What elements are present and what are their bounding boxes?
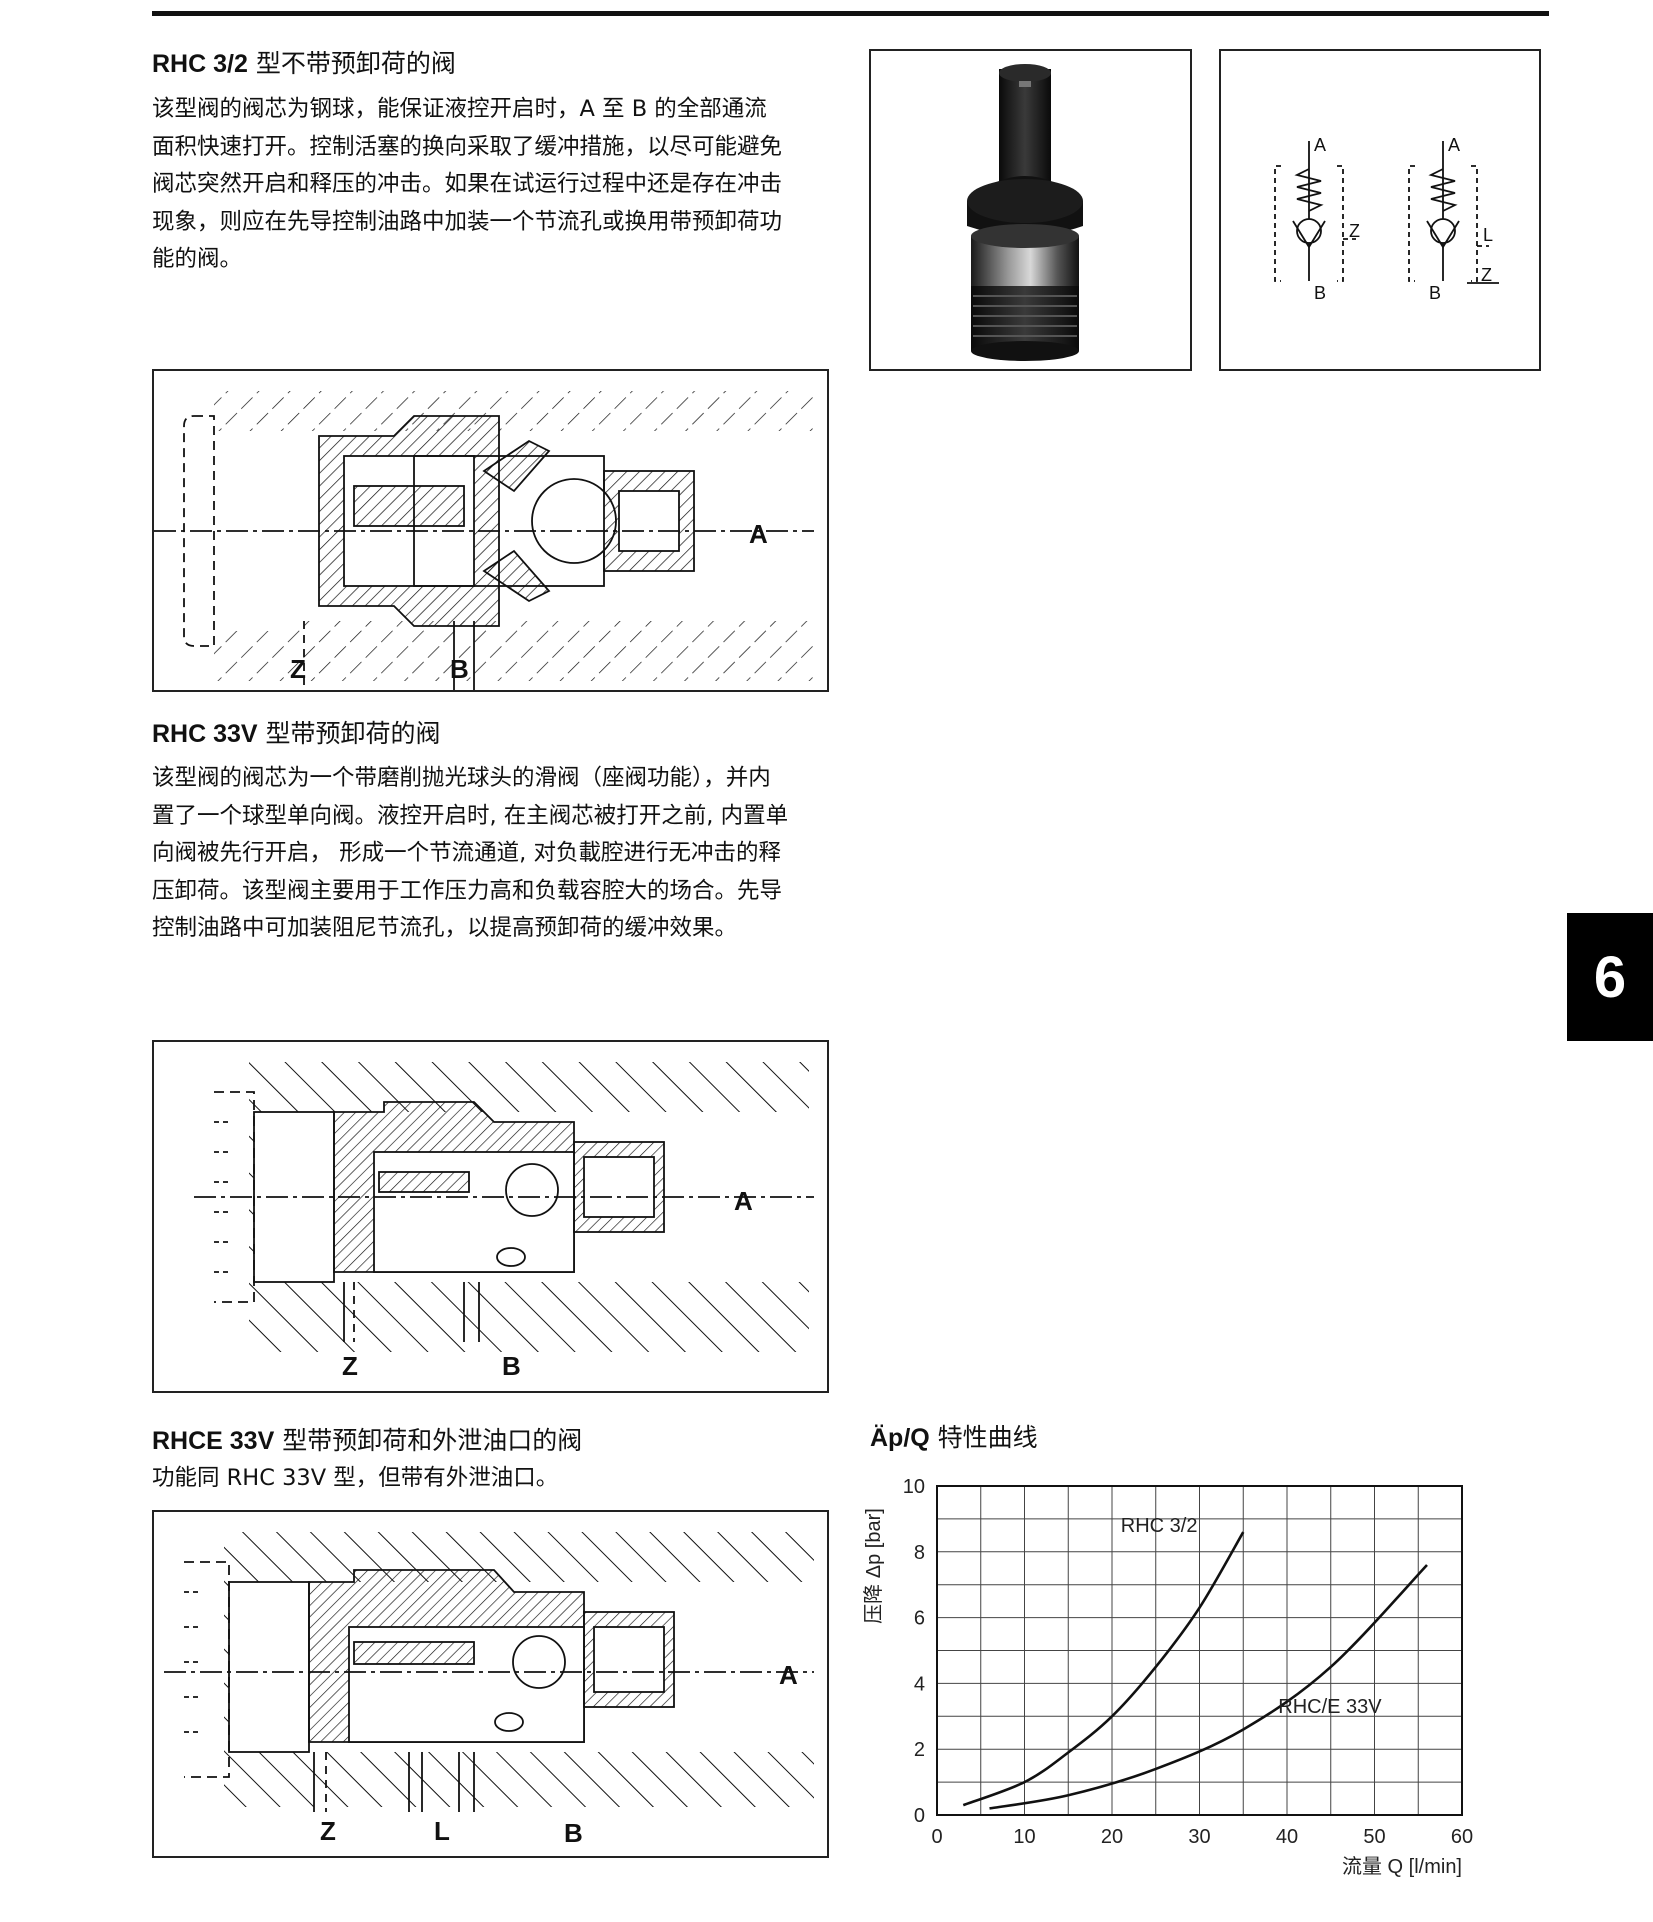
paragraph-line: 控制油路中可加装阻尼节流孔，以提高预卸荷的缓冲效果。 xyxy=(152,915,738,941)
drawing3-port-a: A xyxy=(779,1660,798,1690)
drawing1-port-z: Z xyxy=(290,654,306,684)
drawing-rhc33v: A Z B xyxy=(152,1040,829,1393)
y-axis-label: 压降 Δp [bar] xyxy=(862,1508,885,1624)
series-label-1: RHC 3/2 xyxy=(1121,1515,1198,1537)
drawing-rhc32: A Z B xyxy=(152,369,829,692)
y-tick-label: 8 xyxy=(914,1542,925,1564)
valve-photo xyxy=(869,49,1192,371)
section-rhc33v-text: 该型阀的阀芯为一个带磨削抛光球头的滑阀（座阀功能），并内 置了一个球型单向阀。液… xyxy=(152,760,788,948)
x-tick-label: 40 xyxy=(1276,1826,1298,1848)
paragraph-line: 阀芯突然开启和释压的冲击。如果在试运行过程中还是存在冲击 xyxy=(152,171,783,197)
drawing2-port-a: A xyxy=(734,1186,753,1216)
drawing2-port-z: Z xyxy=(342,1351,358,1381)
section-rhc32-model: RHC 3/2 xyxy=(152,50,248,78)
drawing3-port-z: Z xyxy=(320,1816,336,1846)
x-axis-label: 流量 Q [l/min] xyxy=(1342,1855,1462,1878)
symbol-left-port-z: Z xyxy=(1349,221,1360,241)
paragraph-line: 面积快速打开。控制活塞的换向采取了缓冲措施，以尽可能避免 xyxy=(152,133,783,160)
x-tick-label: 20 xyxy=(1101,1826,1123,1848)
drawing1-port-b: B xyxy=(450,654,469,684)
y-tick-label: 0 xyxy=(914,1805,925,1827)
top-rule xyxy=(152,11,1549,16)
paragraph-line: 能的阀。 xyxy=(152,246,243,272)
section-rhce33v-title: 型带预卸荷和外泄油口的阀 xyxy=(282,1426,583,1455)
symbol-right-port-z: Z xyxy=(1481,265,1492,285)
x-tick-label: 60 xyxy=(1451,1826,1473,1848)
x-tick-label: 0 xyxy=(931,1826,942,1848)
section-rhc32-title: 型不带预卸荷的阀 xyxy=(255,49,456,78)
symbol-right-port-b: B xyxy=(1429,283,1441,303)
y-tick-label: 10 xyxy=(903,1476,925,1498)
y-tick-label: 6 xyxy=(914,1608,925,1630)
hydraulic-symbols: A Z B A L B Z xyxy=(1219,49,1541,371)
section-rhc32-text: 该型阀的阀芯为钢球，能保证液控开启时，A 至 B 的全部通流 面积快速打开。控制… xyxy=(152,91,782,279)
series-label-2: RHC/E 33V xyxy=(1278,1696,1382,1718)
plot-frame xyxy=(936,1485,1463,1816)
pressure-flow-chart: 0 10 20 30 40 50 60 0 2 4 6 8 10 流量 Q [l/min] 压降 Δp [b… xyxy=(862,1476,1473,1878)
paragraph-line: 压卸荷。该型阀主要用于工作压力高和负载容腔大的场合。先导 xyxy=(152,877,783,904)
symbol-left-port-b: B xyxy=(1314,283,1326,303)
paragraph-line: 该型阀的阀芯为钢球，能保证液控开启时，A 至 B 的全部通流 xyxy=(152,96,767,122)
paragraph-line: 该型阀的阀芯为一个带磨削抛光球头的滑阀（座阀功能），并内 xyxy=(152,765,771,791)
chart-heading-symbol: Äp/Q xyxy=(870,1424,930,1452)
section-rhce33v-model: RHCE 33V xyxy=(152,1427,275,1455)
drawing3-port-b: B xyxy=(564,1818,583,1848)
drawing3-port-l: L xyxy=(434,1816,450,1846)
x-tick-label: 50 xyxy=(1363,1826,1385,1848)
section-rhc32-heading: RHC 3/2 型不带预卸荷的阀 xyxy=(152,44,456,80)
section-rhc33v-title: 型带预卸荷的阀 xyxy=(265,719,441,748)
drawing-rhce33v: A Z L B xyxy=(152,1510,829,1858)
drawing2-port-b: B xyxy=(502,1351,521,1381)
x-tick-label: 30 xyxy=(1188,1826,1210,1848)
drawing1-port-a: A xyxy=(749,519,768,549)
y-tick-label: 4 xyxy=(914,1673,925,1695)
chart-heading: Äp/Q 特性曲线 xyxy=(870,1418,1038,1454)
section-rhce33v-heading: RHCE 33V 型带预卸荷和外泄油口的阀 xyxy=(152,1421,582,1457)
x-tick-label: 10 xyxy=(1013,1826,1035,1848)
symbol-right-port-l: L xyxy=(1483,225,1493,245)
series-line-1 xyxy=(962,1531,1245,1807)
series-line-2 xyxy=(989,1564,1428,1810)
y-tick-label: 2 xyxy=(914,1739,925,1761)
symbol-right-port-a: A xyxy=(1448,135,1460,155)
section-rhc33v-heading: RHC 33V 型带预卸荷的阀 xyxy=(152,714,441,750)
paragraph-line: 功能同 RHC 33V 型，但带有外泄油口。 xyxy=(152,1465,559,1491)
section-rhce33v-text: 功能同 RHC 33V 型，但带有外泄油口。 xyxy=(152,1460,558,1498)
symbol-left-port-a: A xyxy=(1314,135,1326,155)
paragraph-line: 置了一个球型单向阀。液控开启时, 在主阀芯被打开之前, 内置单 xyxy=(152,802,789,829)
section-rhc33v-model: RHC 33V xyxy=(152,720,258,748)
paragraph-line: 向阀被先行开启， 形成一个节流通道, 对负載腔进行无冲击的释 xyxy=(152,840,781,866)
chapter-tab: 6 xyxy=(1567,913,1653,1041)
paragraph-line: 现象，则应在先导控制油路中加装一个节流孔或换用带预卸荷功 xyxy=(152,208,783,235)
chart-heading-text: 特性曲线 xyxy=(937,1423,1038,1452)
